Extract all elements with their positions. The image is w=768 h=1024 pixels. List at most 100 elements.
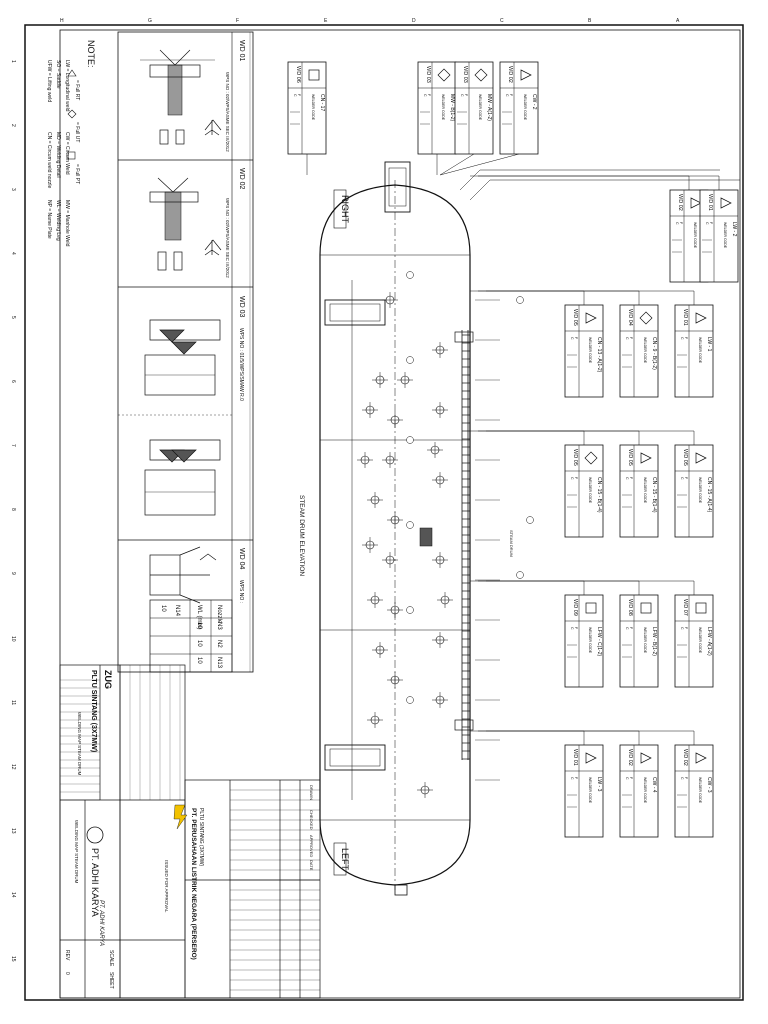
weld-id: MW - B(1-2) xyxy=(449,94,455,122)
welder-code-row: F xyxy=(509,94,513,96)
nozzle-row-3-wl: 10 xyxy=(160,605,166,612)
grid-col-C: C xyxy=(500,18,504,24)
weld-id: CN - 15 - B(1-4) xyxy=(596,477,602,513)
grid-row-1: 1 xyxy=(10,60,16,63)
weld-detail-ref: WD 01 xyxy=(682,309,688,326)
weld-detail-ref: WD 05 xyxy=(572,449,578,466)
wd-04-title: WD 04 xyxy=(238,548,245,570)
weld-id: CW - 3 xyxy=(706,777,712,793)
company-logo-icon xyxy=(86,826,104,844)
welder-code-row: F xyxy=(684,337,688,339)
drawing-title-small: WELDING MAP STEAM DRUM xyxy=(77,712,82,776)
brand-logo: ZUG xyxy=(103,670,113,689)
square-icon xyxy=(695,602,707,614)
nozzle-marker xyxy=(417,782,433,798)
weld-id: LFW - A(1-2) xyxy=(706,627,712,656)
note-cw: CW = Circum Weld xyxy=(64,132,70,175)
welder-code-row: C xyxy=(460,94,464,97)
sheet-label: SHEET xyxy=(108,972,114,989)
drum-left-label: LEFT xyxy=(340,848,350,871)
issue-status: ISSUED FOR APPROVAL xyxy=(164,860,169,913)
grid-row-14: 14 xyxy=(10,892,16,898)
nozzle-row-0-wl: 10 xyxy=(196,622,202,629)
company-name: PT. ADHI KARYA xyxy=(90,848,100,917)
rev-label: REV xyxy=(64,950,70,961)
welder-code-row: F xyxy=(464,94,468,96)
grid-row-12: 12 xyxy=(10,764,16,770)
welder-code-row: F xyxy=(629,627,633,629)
triangle-icon xyxy=(640,452,652,464)
note-cn: CN = Circum weld nozzle xyxy=(46,132,52,188)
grid-row-13: 13 xyxy=(10,828,16,834)
welder-code-row: C xyxy=(570,777,574,780)
weld-detail-sketch-04 xyxy=(149,546,217,604)
welder-code-header: WELDER CODE xyxy=(698,627,702,654)
note-full-rt: = Full RT xyxy=(74,80,80,100)
weld-id: CN - 15 - A(1-4) xyxy=(706,477,712,513)
diamond-icon xyxy=(437,68,451,82)
welder-code-row: C xyxy=(505,94,509,97)
welder-code-row: C xyxy=(680,477,684,480)
grid-col-A: A xyxy=(676,18,680,24)
nozzle-marker xyxy=(387,602,403,618)
nozzle-marker xyxy=(367,712,383,728)
weld-detail-ref: WD 02 xyxy=(507,66,513,83)
title-block xyxy=(59,664,321,999)
grid-row-5: 5 xyxy=(10,316,16,319)
weld-detail-ref: WD 06 xyxy=(295,66,301,83)
grid-row-10: 10 xyxy=(10,636,16,642)
triangle-icon xyxy=(520,69,532,81)
welder-code-row: F xyxy=(574,477,578,479)
nozzle-marker xyxy=(387,672,403,688)
title-block-grid xyxy=(60,665,320,991)
weld-tag-icon xyxy=(406,356,414,364)
wl-header: WL (mm) xyxy=(196,605,202,629)
welder-code-row: F xyxy=(574,337,578,339)
welder-code-header: WELDER CODE xyxy=(643,777,647,804)
triangle-icon xyxy=(695,452,707,464)
project-name: PLTU SINTANG (3X7MW) xyxy=(90,670,97,752)
weld-detail-ref: WD 04 xyxy=(627,309,633,326)
nozzle-marker xyxy=(387,512,403,528)
nozzle-marker xyxy=(367,492,383,508)
welder-code-header: WELDER CODE xyxy=(441,94,445,121)
welder-code-row: F xyxy=(629,337,633,339)
grid-col-E: E xyxy=(324,18,328,24)
wd-01-title: WD 01 xyxy=(238,40,245,62)
welder-code-row: F xyxy=(574,627,578,629)
welder-code-header: WELDER CODE xyxy=(693,222,697,249)
nozzle-marker xyxy=(387,412,403,428)
drum-right-frame xyxy=(333,189,347,229)
nozzle-marker xyxy=(397,372,413,388)
welder-code-row: F xyxy=(629,777,633,779)
welder-code-row: C xyxy=(570,477,574,480)
nozzle-marker xyxy=(357,452,373,468)
note-lw: LW = Longitudinal weld xyxy=(64,60,70,112)
grid-row-11: 11 xyxy=(10,700,16,705)
weld-detail-sketch-01 xyxy=(140,49,222,145)
note-full-ut: = Full UT xyxy=(74,122,80,142)
nozzle-row-1-id: N2 xyxy=(216,640,222,648)
nozzle-header: Nozzle xyxy=(216,605,222,624)
weld-detail-sketch-02 xyxy=(149,177,222,271)
welder-code-row: F xyxy=(684,627,688,629)
nozzle-marker xyxy=(432,552,448,568)
drawing-title: WELDING MAP STEAM DRUM xyxy=(74,820,79,884)
nozzle-marker xyxy=(382,452,398,468)
diamond-icon xyxy=(639,311,653,325)
welder-code-header: WELDER CODE xyxy=(588,627,592,654)
weld-tag-icon xyxy=(406,696,414,704)
wd-03-title: WD 03 xyxy=(238,296,245,318)
triangle-icon xyxy=(695,752,707,764)
diamond-icon xyxy=(474,68,488,82)
weld-detail-ref: WD 03 xyxy=(462,66,468,83)
welder-code-row: C xyxy=(680,777,684,780)
welder-code-row: F xyxy=(684,777,688,779)
weld-detail-ref: WD 05 xyxy=(682,449,688,466)
